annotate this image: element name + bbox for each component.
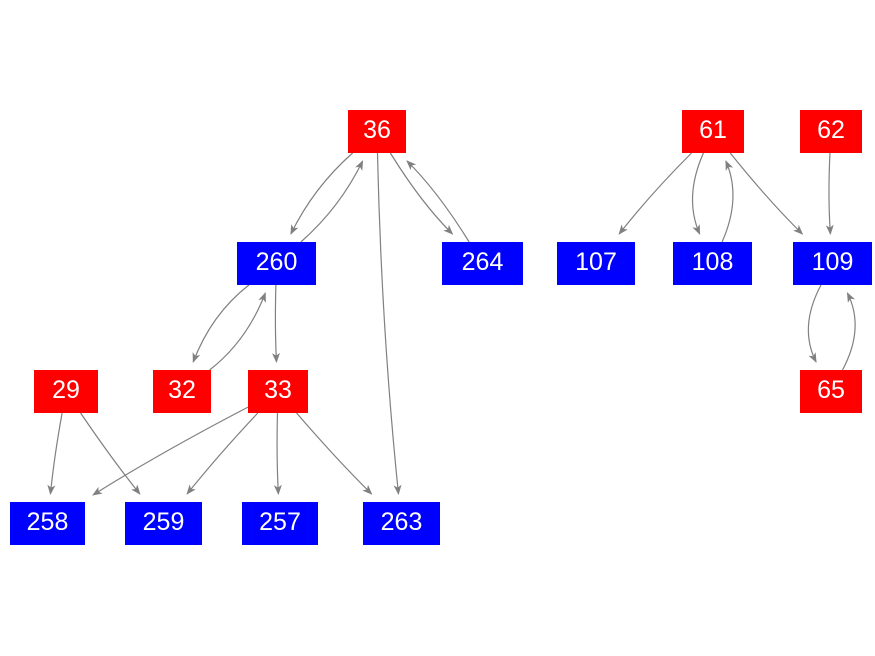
- graph-node-label: 36: [363, 116, 391, 144]
- graph-node-label: 29: [52, 376, 80, 404]
- graph-node-label: 62: [817, 116, 845, 144]
- graph-edge-33-to-257: [273, 412, 282, 495]
- graph-edge-65-to-109: [841, 292, 856, 371]
- graph-edge-29-to-258: [47, 412, 63, 495]
- edge-group: [47, 152, 856, 496]
- graph-node-label: 258: [26, 508, 69, 536]
- graph-edge-61-to-109: [729, 152, 804, 235]
- graph-edge-260-to-32: [192, 284, 250, 363]
- graph-node-264[interactable]: 264: [442, 242, 523, 285]
- graph-node-label: 33: [264, 376, 292, 404]
- graph-node-61[interactable]: 61: [682, 110, 744, 153]
- graph-edge-36-to-264: [389, 152, 454, 235]
- graph-node-label: 65: [817, 376, 845, 404]
- graph-edge-264-to-36: [406, 160, 470, 243]
- graph-edge-260-to-33: [272, 284, 281, 363]
- graph-node-108[interactable]: 108: [673, 242, 752, 285]
- graph-edge-32-to-260: [209, 292, 266, 371]
- graph-edge-61-to-108: [692, 152, 704, 235]
- graph-node-258[interactable]: 258: [10, 502, 85, 545]
- graph-node-260[interactable]: 260: [237, 242, 316, 285]
- graph-node-29[interactable]: 29: [34, 370, 98, 413]
- graph-edge-29-to-259: [80, 412, 141, 495]
- graph-edge-62-to-109: [825, 152, 834, 235]
- graph-node-label: 263: [380, 508, 423, 536]
- graph-edge-109-to-65: [807, 284, 822, 363]
- graph-edge-61-to-107: [618, 152, 692, 235]
- graph-edge-33-to-258: [92, 406, 249, 496]
- graph-node-33[interactable]: 33: [248, 370, 308, 413]
- graph-node-label: 260: [255, 248, 298, 276]
- graph-node-label: 61: [699, 116, 727, 144]
- graph-edge-36-to-260: [290, 152, 354, 235]
- graph-node-32[interactable]: 32: [153, 370, 211, 413]
- graph-node-label: 109: [811, 248, 854, 276]
- graph-node-109[interactable]: 109: [793, 242, 872, 285]
- graph-node-label: 257: [259, 508, 301, 536]
- graph-edge-108-to-61: [721, 160, 734, 243]
- graph-node-label: 259: [142, 508, 185, 536]
- graph-node-257[interactable]: 257: [242, 502, 318, 545]
- graph-edge-260-to-36: [300, 160, 364, 243]
- graph-edge-36-to-263: [376, 152, 402, 495]
- graph-edge-33-to-259: [186, 412, 259, 495]
- graph-node-263[interactable]: 263: [363, 502, 440, 545]
- graph-edge-33-to-263: [296, 412, 373, 495]
- graph-node-label: 108: [691, 248, 734, 276]
- graph-node-label: 107: [575, 248, 617, 276]
- graph-node-62[interactable]: 62: [800, 110, 862, 153]
- graph-node-259[interactable]: 259: [125, 502, 202, 545]
- graph-node-107[interactable]: 107: [557, 242, 635, 285]
- graph-node-label: 264: [461, 248, 504, 276]
- graph-node-label: 32: [168, 376, 196, 404]
- graph-node-65[interactable]: 65: [800, 370, 862, 413]
- graph-node-36[interactable]: 36: [348, 110, 406, 153]
